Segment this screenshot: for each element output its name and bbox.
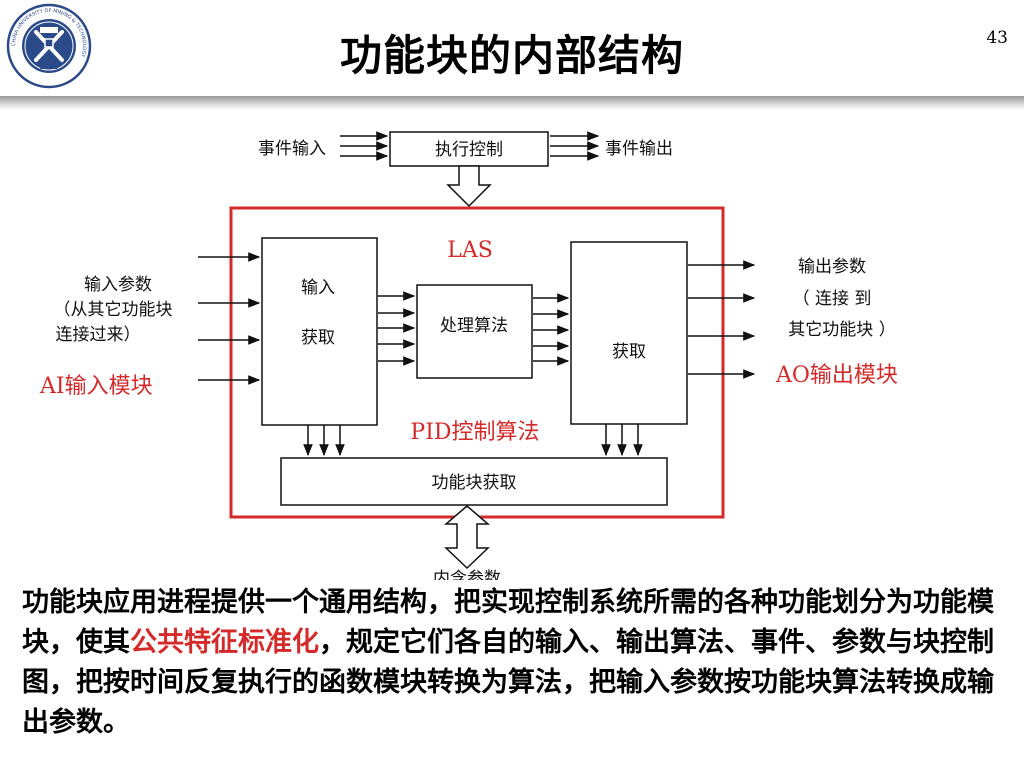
logo-year: 1909 xyxy=(39,63,59,71)
input-acquire-box xyxy=(261,237,378,426)
control-flow-arrow xyxy=(446,165,492,208)
event-input-label: 事件输入 xyxy=(258,139,326,159)
body-paragraph: 功能块应用进程提供一个通用结构，把实现控制系统所需的各种功能划分为功能模块，使其… xyxy=(22,583,1012,743)
input-params-line1: 输入参数 xyxy=(84,275,152,295)
process-algorithm-box xyxy=(416,284,533,379)
input-to-process-arrows xyxy=(378,291,416,366)
output-params-line3: 其它功能块 ） xyxy=(788,320,895,340)
internal-params-label: 内含参数 xyxy=(433,569,501,580)
output-acquire-box xyxy=(570,241,688,425)
process-algorithm-label: 处理算法 xyxy=(440,316,508,336)
page-number: 43 xyxy=(986,28,1008,48)
internal-params-arrow xyxy=(443,505,491,570)
slide-title: 功能块的内部结构 xyxy=(339,31,684,80)
output-acquire-label: 获取 xyxy=(612,342,646,362)
body-text-part1: 功能块应用进程提供一个通用结构，把实现控制系统所需的各种功能划分为功能模块，使其 xyxy=(22,587,994,658)
ai-module-label: AI输入模块 xyxy=(39,374,153,399)
body-highlight: 公共特征标准化 xyxy=(130,627,319,658)
function-block-acquire-label: 功能块获取 xyxy=(432,473,517,493)
body-text-part2: ，规定它们各自的输入、输出算法、事件、参数与块控制图，把按时间反复执行的函数模块… xyxy=(22,627,994,738)
output-parameter-arrows xyxy=(688,260,756,379)
slide-header xyxy=(0,0,1024,96)
input-acquire-label-line2: 获取 xyxy=(301,328,335,348)
input-parameter-arrows xyxy=(198,252,261,385)
event-output-arrows xyxy=(550,131,600,161)
input-params-line3: 连接过来） xyxy=(56,325,141,345)
input-acquire-label-line1: 输入 xyxy=(301,278,335,298)
function-block-acquire-box xyxy=(280,457,668,506)
output-params-line1: 输出参数 xyxy=(798,257,866,277)
event-output-label: 事件输出 xyxy=(605,139,673,159)
function-block-diagram: 事件输入 执行控制 事件输出 LAS 输入 获取 处理算法 xyxy=(39,131,898,580)
output-params-line2: （ 连接 到 xyxy=(793,289,872,309)
process-to-output-arrows xyxy=(533,293,570,366)
event-input-arrows xyxy=(340,131,389,161)
header-divider xyxy=(0,96,1024,110)
execution-control-label: 执行控制 xyxy=(435,140,503,160)
ao-module-label: AO输出模块 xyxy=(775,363,898,388)
las-label: LAS xyxy=(447,238,493,263)
execution-control-box xyxy=(389,131,549,167)
university-logo: 1909 CHINA UNIVERSITY OF MINING & TECHNO… xyxy=(6,3,92,89)
input-params-line2: （从其它功能块 xyxy=(54,300,173,320)
down-arrows-left xyxy=(303,425,345,457)
down-arrows-right xyxy=(601,424,643,457)
pid-label: PID控制算法 xyxy=(410,420,539,445)
